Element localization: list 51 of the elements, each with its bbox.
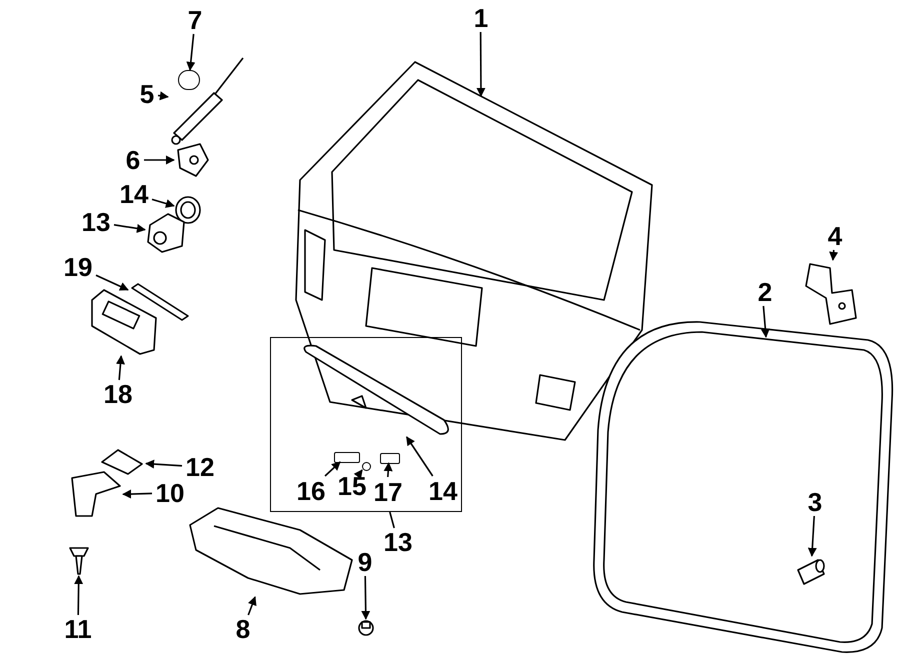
callout-number: 7 xyxy=(184,6,206,34)
callout-number: 12 xyxy=(182,453,218,481)
leader-arrow xyxy=(114,224,146,233)
callout-number: 10 xyxy=(152,479,188,507)
leader-arrow xyxy=(324,461,341,477)
leader-arrow xyxy=(158,91,169,100)
callout-number: 18 xyxy=(101,380,135,408)
leader-arrow xyxy=(96,274,129,291)
callout-number: 13 xyxy=(380,528,416,556)
leader-arrow xyxy=(760,306,770,338)
callout-number: 9 xyxy=(354,548,376,576)
callout-number: 6 xyxy=(122,146,144,174)
callout-number: 1 xyxy=(470,4,492,32)
bracket-drawing xyxy=(98,448,146,476)
leader-arrow xyxy=(361,576,370,620)
grommet-drawing xyxy=(174,196,202,224)
callout-number: 15 xyxy=(335,472,369,500)
callout-number: 17 xyxy=(371,478,405,506)
leader-arrow xyxy=(122,490,152,499)
leader-arrow xyxy=(144,156,175,164)
callout-number: 16 xyxy=(293,477,329,505)
pin-drawing xyxy=(362,462,371,471)
latch-bracket-drawing xyxy=(68,470,123,520)
callout-number: 4 xyxy=(824,222,846,250)
callout-number: 14 xyxy=(116,180,152,208)
callout-number: 19 xyxy=(60,253,96,281)
callout-number: 2 xyxy=(754,278,776,306)
callout-number: 5 xyxy=(136,80,158,108)
leader-arrow xyxy=(384,462,393,478)
bumper-stop-drawing xyxy=(795,556,827,586)
leader-arrow xyxy=(829,250,838,261)
leader-arrow xyxy=(248,596,256,616)
clip-drawing xyxy=(380,453,400,464)
leader-arrow xyxy=(152,198,175,208)
leader-arrow xyxy=(476,32,486,97)
callout-number: 14 xyxy=(425,477,461,505)
clip-drawing xyxy=(334,452,360,463)
leader-arrow xyxy=(186,34,196,71)
leader-arrow xyxy=(116,355,125,380)
callout-number: 3 xyxy=(804,488,826,516)
callout-number: 11 xyxy=(60,615,96,643)
leader-arrow xyxy=(808,516,817,557)
leader-arrow xyxy=(406,436,434,476)
callout-number: 8 xyxy=(232,615,254,643)
leader-arrow xyxy=(74,575,84,616)
license-plate-bracket-drawing xyxy=(88,288,160,356)
lock-cylinder-drawing xyxy=(145,212,187,254)
group-frame xyxy=(270,337,462,512)
callout-number: 13 xyxy=(78,208,114,236)
leader-arrow xyxy=(354,469,363,480)
leader-arrow xyxy=(145,460,182,469)
